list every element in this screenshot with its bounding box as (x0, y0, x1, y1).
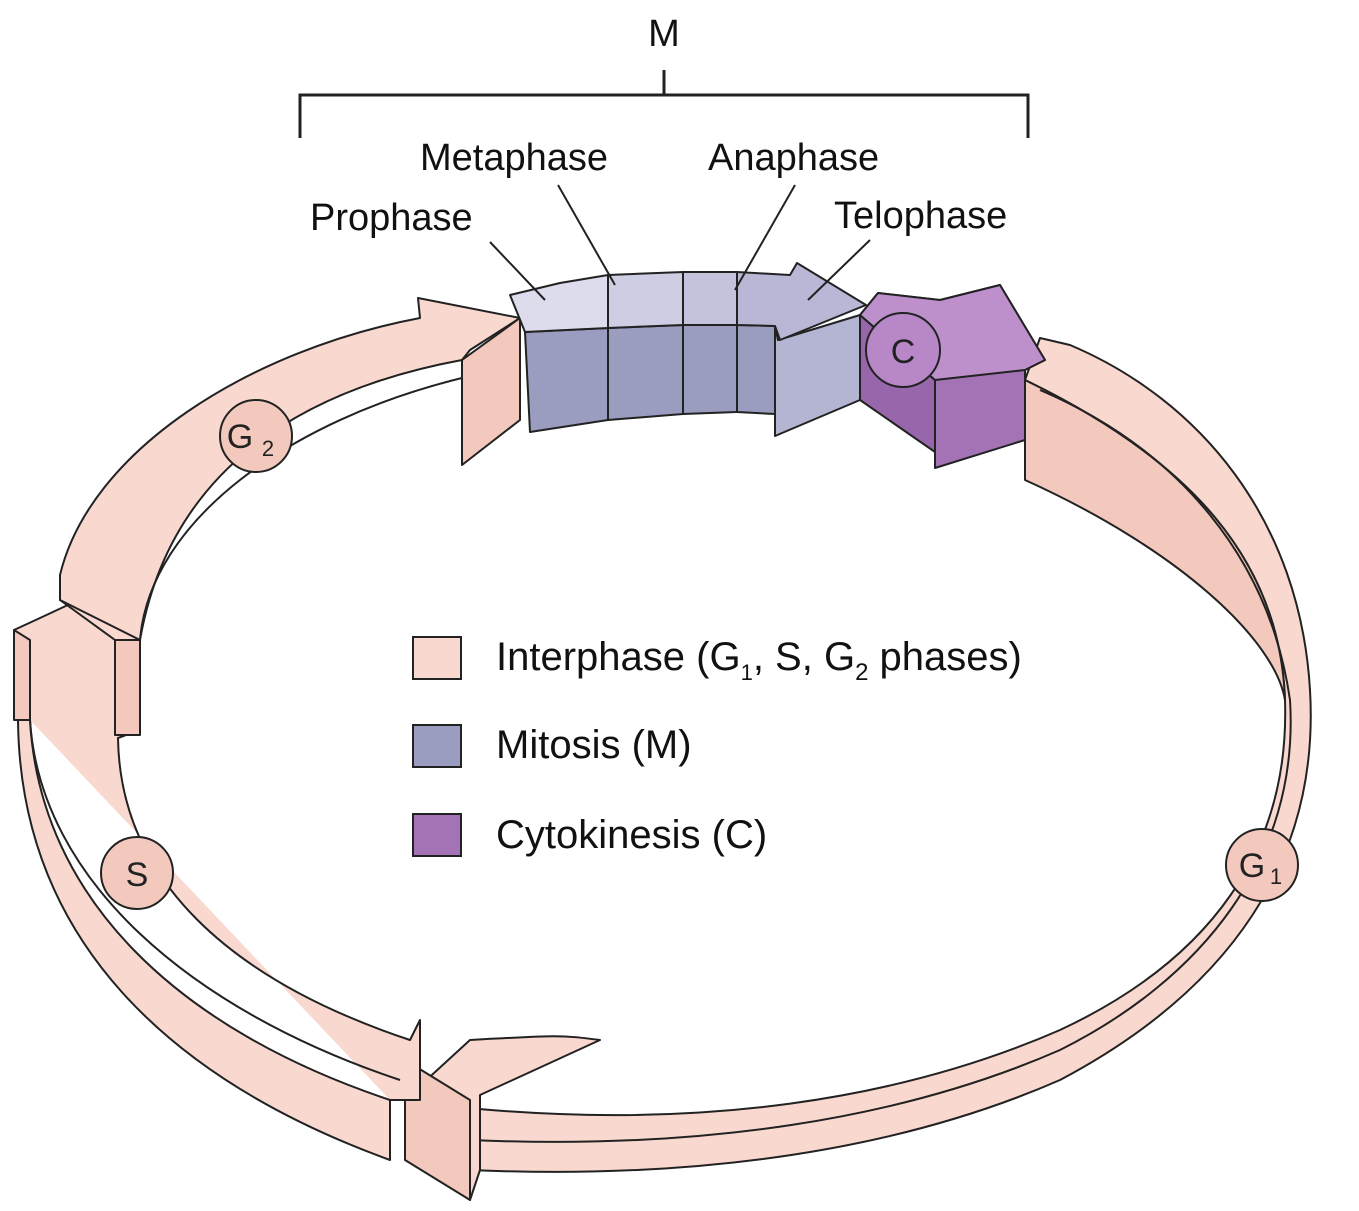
prophase-label: Prophase (310, 197, 473, 239)
prophase-top (510, 275, 608, 332)
s-arrow-side (14, 630, 30, 720)
legend-swatch-interphase (413, 637, 461, 679)
s-circle: S (101, 837, 173, 909)
m-label: M (648, 13, 680, 55)
g2-sub: 2 (262, 436, 274, 461)
metaphase-leader (558, 185, 615, 285)
s-arrow (14, 590, 420, 1160)
anaphase-label: Anaphase (708, 137, 879, 179)
g1-sub: 1 (1270, 864, 1282, 889)
legend-mitosis-text: Mitosis (M) (496, 723, 692, 767)
m-bracket (300, 70, 1028, 138)
legend-swatch-cytokinesis (413, 814, 461, 856)
legend-swatch-mitosis (413, 725, 461, 767)
telophase-label: Telophase (834, 195, 1007, 237)
s-arrow-side2 (115, 640, 140, 735)
legend: Interphase (G1, S, G2 phases) Mitosis (M… (413, 635, 1022, 857)
legend-interphase: Interphase (G1, S, G2 phases) (413, 635, 1022, 686)
prophase-front (525, 328, 608, 432)
metaphase-top (608, 272, 683, 328)
mitosis-block (510, 263, 866, 436)
anaphase-top (683, 272, 737, 325)
legend-cytokinesis: Cytokinesis (C) (413, 813, 767, 857)
legend-interphase-text: Interphase (G1, S, G2 phases) (496, 635, 1022, 686)
legend-mitosis: Mitosis (M) (413, 723, 692, 767)
g2-letter: G (227, 418, 253, 456)
metaphase-front (608, 325, 683, 420)
g1-letter: G (1239, 847, 1265, 885)
g2-arrow (60, 298, 520, 640)
c-circle: C (866, 313, 940, 387)
metaphase2-front (683, 325, 737, 414)
anaphase-front (737, 325, 775, 414)
g1-circle: G 1 (1226, 829, 1298, 901)
g2-circle: G 2 (220, 400, 292, 472)
s-letter: S (126, 856, 149, 894)
c-letter: C (891, 333, 916, 371)
metaphase-label: Metaphase (420, 137, 608, 179)
legend-cytokinesis-text: Cytokinesis (C) (496, 813, 767, 857)
prophase-leader (490, 242, 545, 300)
